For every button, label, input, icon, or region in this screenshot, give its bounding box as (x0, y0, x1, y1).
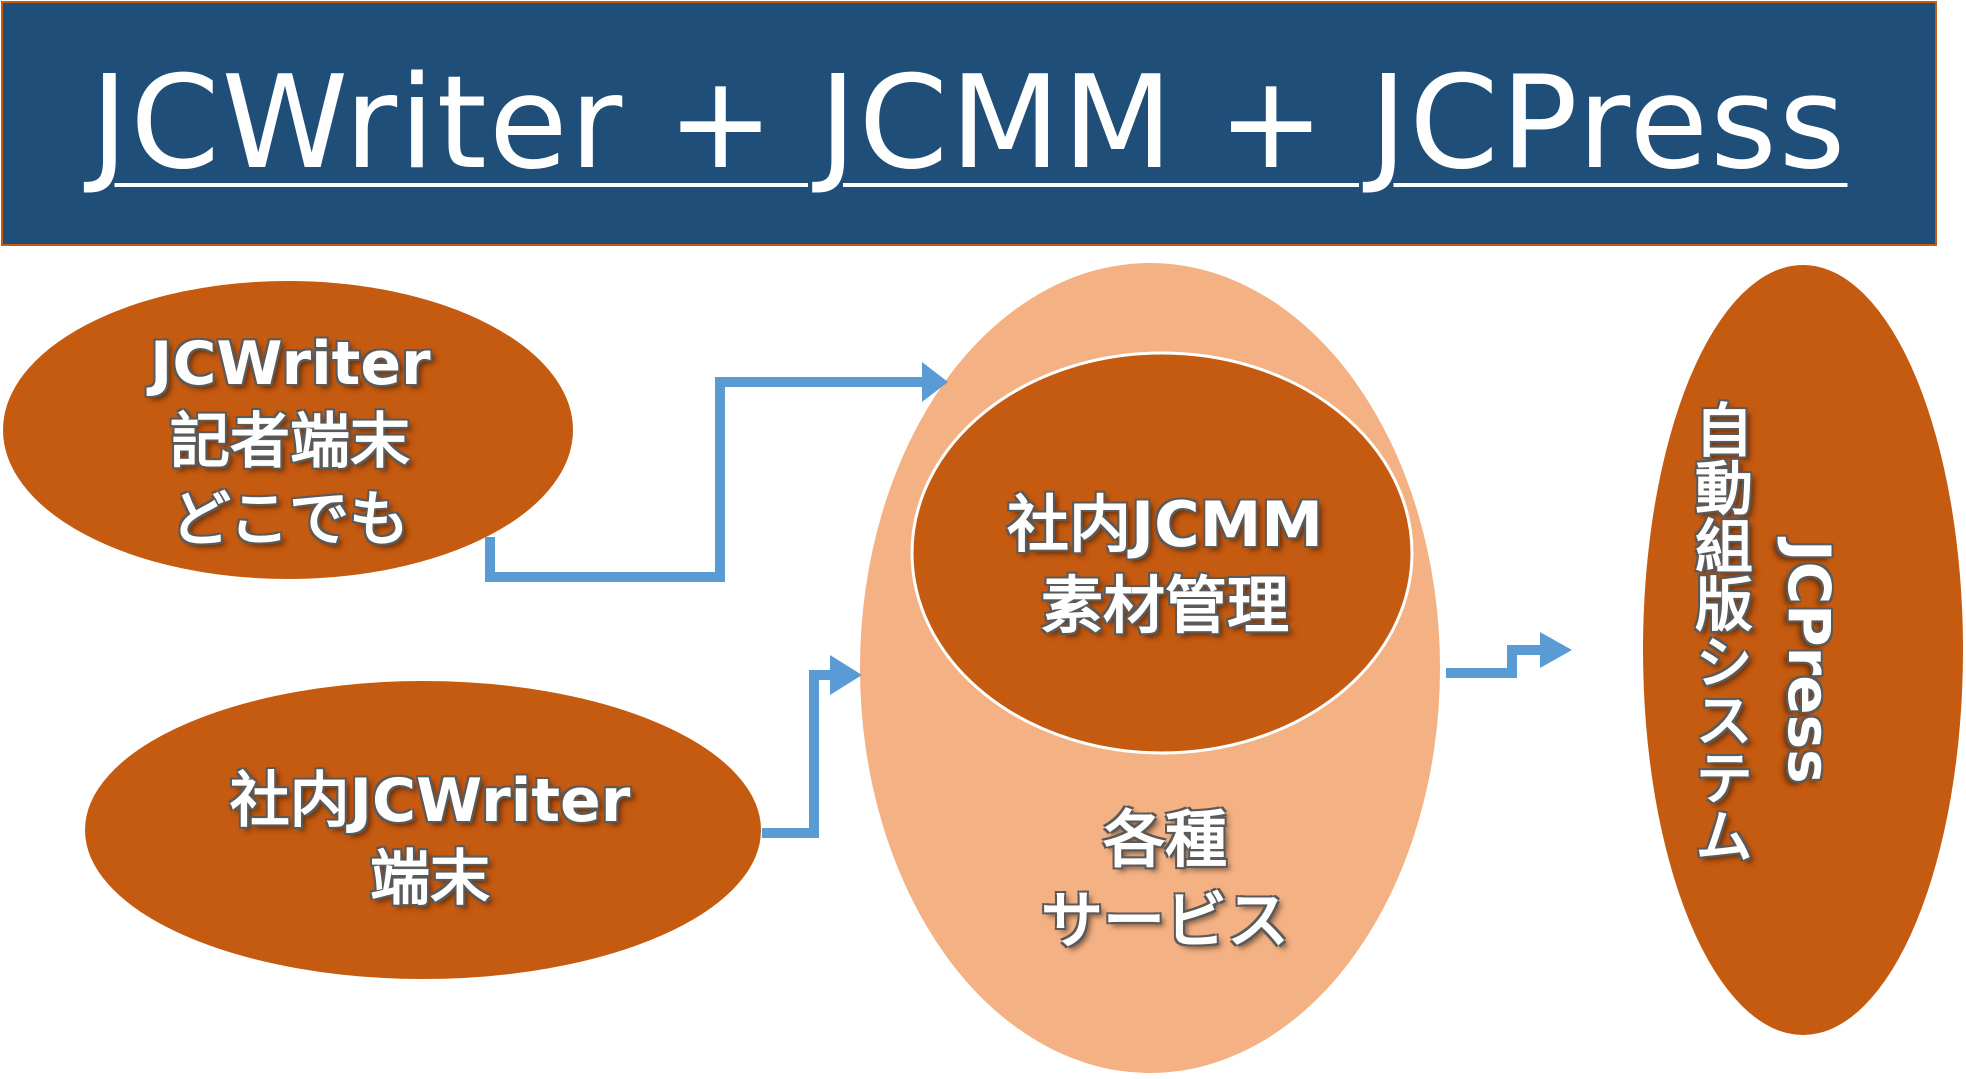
writer-office-line-1: 社内JCWriter (229, 766, 631, 836)
arrow-writer-remote-to-jcmm (485, 377, 938, 582)
title-banner: JCWriter + JCMM + JCPress (1, 1, 1937, 246)
writer-remote-line-2: 記者端末 (170, 407, 410, 477)
writer-remote-ellipse (1, 279, 575, 581)
jcmm-label: 社内JCMM 素材管理 (975, 485, 1355, 646)
arrow-writer-office-to-jcmm (762, 670, 844, 838)
jcmm-ellipse (910, 351, 1414, 755)
press-description-label: 自動組版システム (1685, 400, 1753, 864)
services-label: 各種 サービス (1010, 800, 1320, 961)
jcmm-line-2: 素材管理 (1040, 568, 1289, 642)
writer-office-line-2: 端末 (370, 844, 490, 914)
services-line-2: サービス (1040, 883, 1289, 957)
page-title: JCWriter + JCMM + JCPress (90, 49, 1848, 198)
writer-office-label: 社内JCWriter 端末 (190, 762, 670, 918)
arrow-writer-office-head (830, 655, 862, 695)
arrow-jcmm-to-press (1446, 645, 1550, 678)
writer-remote-label: JCWriter 記者端末 どこでも (150, 325, 431, 559)
writer-remote-line-1: JCWriter (150, 329, 431, 399)
press-name-label: JCPress (1775, 540, 1843, 784)
arrow-jcmm-to-press-head (1540, 632, 1572, 668)
jcmm-line-1: 社内JCMM (1007, 488, 1323, 561)
services-line-1: 各種 (1102, 803, 1227, 876)
press-ellipse (1643, 265, 1963, 1035)
writer-remote-line-3: どこでも (170, 485, 410, 555)
arrow-writer-remote-head (922, 362, 948, 402)
